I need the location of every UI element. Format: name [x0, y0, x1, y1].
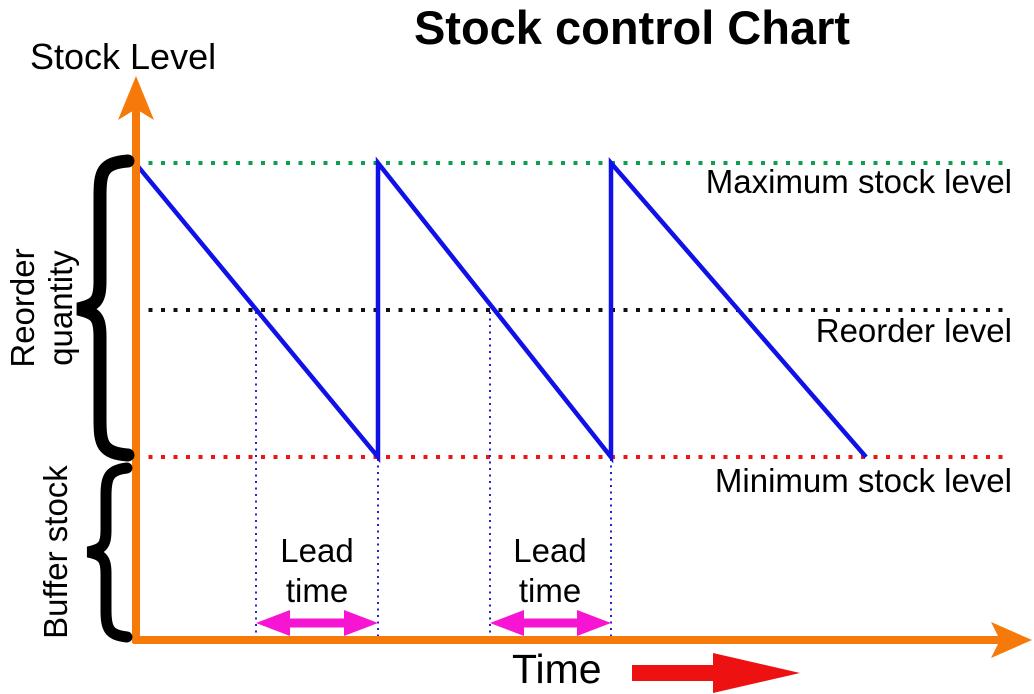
lead-time-label-2-line1: Lead	[513, 532, 587, 569]
lead-time-label-2-line2: time	[518, 572, 582, 609]
time-direction-arrow-icon	[632, 653, 800, 693]
lead-time-arrow-1-left-head	[256, 610, 290, 636]
lead-time-arrow-1	[256, 610, 378, 636]
minimum-stock-level-label: Minimum stock level	[714, 462, 1012, 499]
buffer-stock-brace	[86, 462, 133, 643]
buffer-stock-label: Buffer stock	[37, 465, 74, 639]
lead-time-arrow-1-right-head	[344, 610, 378, 636]
lead-time-label-1-line1: Lead	[280, 532, 354, 569]
lead-time-arrow-2	[490, 610, 611, 636]
maximum-stock-level-label: Maximum stock level	[705, 163, 1012, 200]
lead-time-label-1: Lead time	[232, 531, 402, 611]
reorder-level-label: Reorder level	[815, 312, 1012, 349]
reorder-quantity-label-line2: quantity	[42, 250, 79, 366]
lead-time-label-1-line2: time	[285, 572, 349, 609]
reorder-quantity-label-line1: Reorder	[4, 248, 41, 368]
y-axis-arrowhead-icon	[118, 76, 154, 120]
stock-level-sawtooth-line	[134, 156, 868, 464]
chart-title: Stock control Chart	[413, 1, 851, 54]
reorder-quantity-brace	[76, 154, 135, 462]
x-axis-arrowhead-icon	[991, 622, 1032, 658]
x-axis-label: Time	[512, 646, 602, 692]
lead-time-label-2: Lead time	[465, 531, 635, 611]
lead-time-arrow-2-right-head	[577, 610, 611, 636]
lead-time-arrow-2-left-head	[490, 610, 524, 636]
reorder-quantity-label: Reorder quantity	[4, 148, 80, 468]
y-axis-label: Stock Level	[30, 36, 217, 77]
